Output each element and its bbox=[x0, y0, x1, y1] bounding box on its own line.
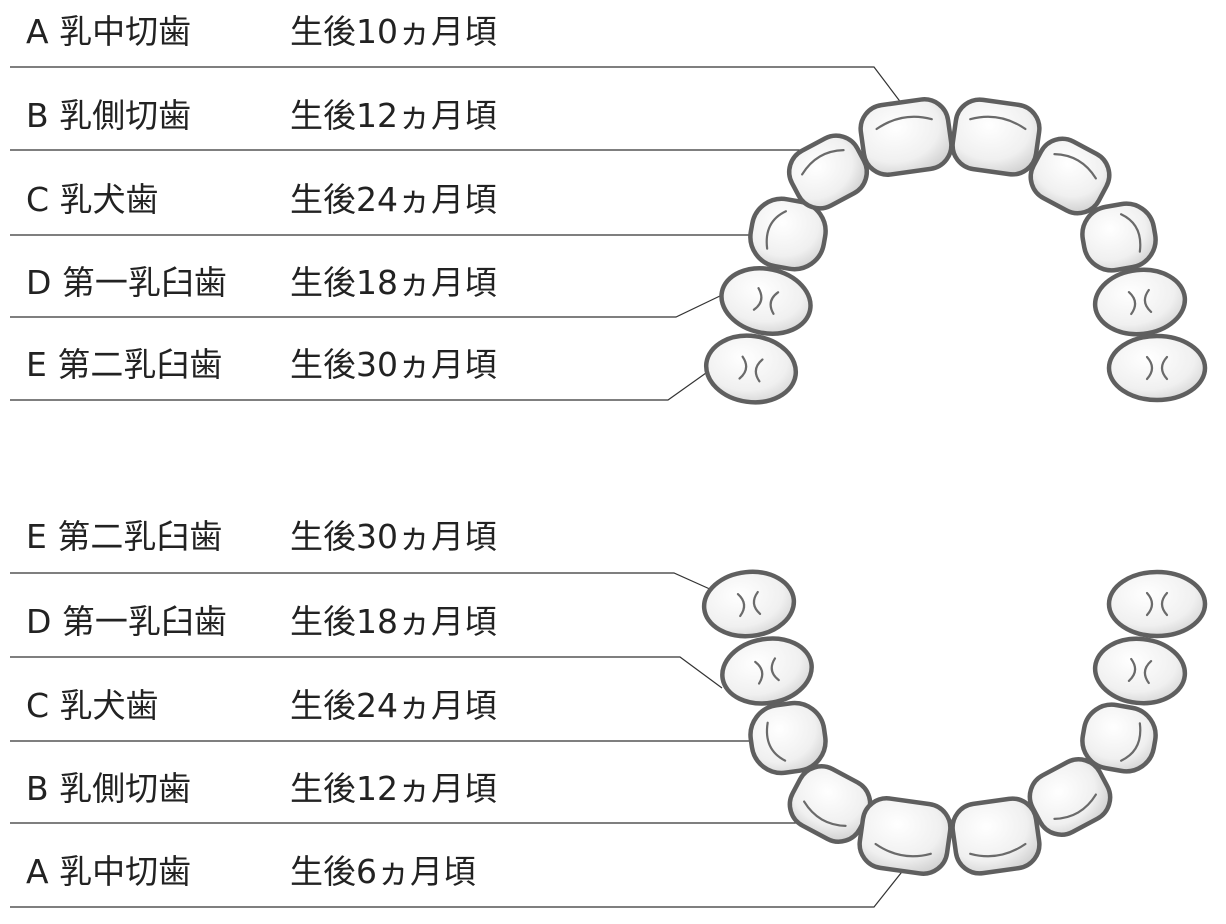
upper-line-e bbox=[10, 372, 707, 401]
upper-left-canine bbox=[748, 196, 828, 272]
upper-right-central-incisor bbox=[950, 97, 1042, 177]
lower-label-a-age: 生後6ヵ月頃 bbox=[290, 852, 476, 891]
upper-label-c-name: C 乳犬歯 bbox=[26, 180, 159, 219]
lower-right-first-molar bbox=[1092, 636, 1188, 706]
lower-right-second-molar bbox=[1106, 569, 1208, 639]
lower-label-b-name: B 乳側切歯 bbox=[26, 769, 192, 808]
lower-right-central-incisor bbox=[950, 796, 1042, 876]
upper-label-a-age: 生後10ヵ月頃 bbox=[290, 12, 497, 51]
lower-right-lateral-incisor bbox=[1027, 757, 1113, 837]
upper-line-d bbox=[10, 294, 723, 318]
upper-right-first-molar bbox=[1092, 267, 1188, 337]
lower-left-central-incisor bbox=[857, 796, 953, 876]
lower-left-second-molar bbox=[701, 569, 797, 639]
upper-label-d-name: D 第一乳臼歯 bbox=[26, 263, 227, 302]
upper-label-b-age: 生後12ヵ月頃 bbox=[290, 96, 497, 135]
lower-label-c-age: 生後24ヵ月頃 bbox=[290, 686, 497, 725]
upper-left-lateral-incisor bbox=[786, 133, 870, 211]
lower-label-c-name: C 乳犬歯 bbox=[26, 686, 159, 725]
lower-left-canine bbox=[748, 700, 828, 776]
lower-label-e-name: E 第二乳臼歯 bbox=[26, 517, 223, 556]
lower-label-b-age: 生後12ヵ月頃 bbox=[290, 769, 497, 808]
upper-label-e-age: 生後30ヵ月頃 bbox=[290, 345, 497, 384]
lower-label-d-age: 生後18ヵ月頃 bbox=[290, 602, 497, 641]
upper-label-b-name: B 乳側切歯 bbox=[26, 96, 192, 135]
upper-line-a bbox=[10, 66, 906, 109]
lower-line-e bbox=[10, 572, 713, 591]
upper-left-second-molar bbox=[703, 333, 799, 405]
upper-arch bbox=[703, 97, 1208, 405]
lower-line-a bbox=[10, 867, 906, 908]
upper-right-canine bbox=[1080, 201, 1158, 273]
lower-label-a-name: A 乳中切歯 bbox=[26, 852, 192, 891]
upper-right-second-molar bbox=[1106, 333, 1208, 403]
lower-left-first-molar bbox=[720, 636, 814, 706]
lower-label-lines bbox=[10, 572, 906, 908]
lower-label-d-name: D 第一乳臼歯 bbox=[26, 602, 227, 641]
upper-left-first-molar bbox=[719, 266, 813, 336]
upper-label-a-name: A 乳中切歯 bbox=[26, 12, 192, 51]
lower-label-e-age: 生後30ヵ月頃 bbox=[290, 517, 497, 556]
lower-line-d bbox=[10, 656, 723, 689]
upper-right-lateral-incisor bbox=[1028, 136, 1112, 216]
upper-label-e-name: E 第二乳臼歯 bbox=[26, 345, 223, 384]
lower-arch bbox=[701, 569, 1208, 876]
upper-label-c-age: 生後24ヵ月頃 bbox=[290, 180, 497, 219]
upper-label-lines bbox=[10, 66, 906, 401]
lower-right-canine bbox=[1080, 702, 1158, 774]
upper-left-central-incisor bbox=[858, 97, 954, 177]
upper-label-d-age: 生後18ヵ月頃 bbox=[290, 263, 497, 302]
